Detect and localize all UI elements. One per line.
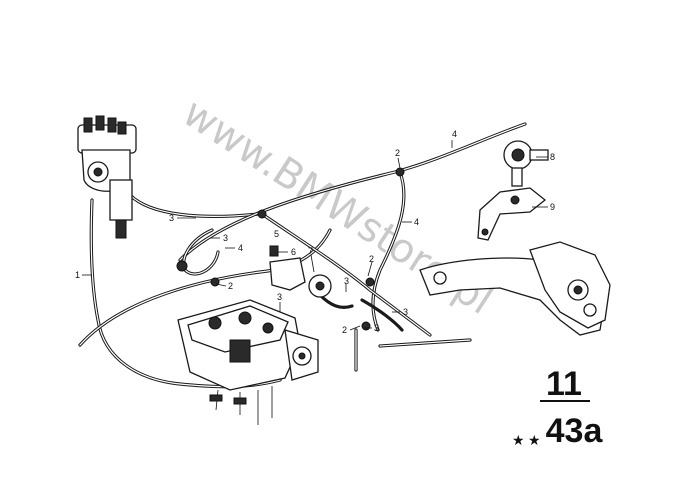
callout-3: 3 [374,323,379,333]
callout-5: 5 [274,229,279,239]
callout-3: 3 [403,307,408,317]
callout-4: 4 [414,217,419,227]
callout-8: 8 [550,152,555,162]
star-icon: ★ [512,433,525,449]
callout-labels: 1 2 2 2 2 3 3 3 3 3 3 4 4 4 5 6 7 8 9 [75,129,555,335]
callout-7: 7 [308,246,313,256]
star-icon: ★ [528,433,541,449]
callout-2: 2 [369,254,374,264]
intake-manifold-drawing [419,241,611,336]
distributor-drawing [77,115,137,239]
leader-lines [82,140,548,331]
group-sub-number: 43a [546,412,604,450]
group-number-block: 11 43a ★ ★ [512,365,603,450]
vacuum-hoses [78,122,527,389]
callout-3: 3 [169,213,174,223]
carburettor-drawing [177,299,319,425]
callout-2: 2 [395,148,400,158]
callout-4: 4 [238,243,243,253]
group-main-number: 11 [546,365,582,403]
callout-6: 6 [291,247,296,257]
callout-9: 9 [550,202,555,212]
callout-3: 3 [223,233,228,243]
callout-2: 2 [228,281,233,291]
valve-assembly-drawing [477,140,549,241]
actuator-drawing [269,245,332,298]
callout-2: 2 [342,325,347,335]
callout-4: 4 [452,129,457,139]
callout-1: 1 [75,270,80,280]
callout-3: 3 [277,292,282,302]
callout-3: 3 [344,276,349,286]
